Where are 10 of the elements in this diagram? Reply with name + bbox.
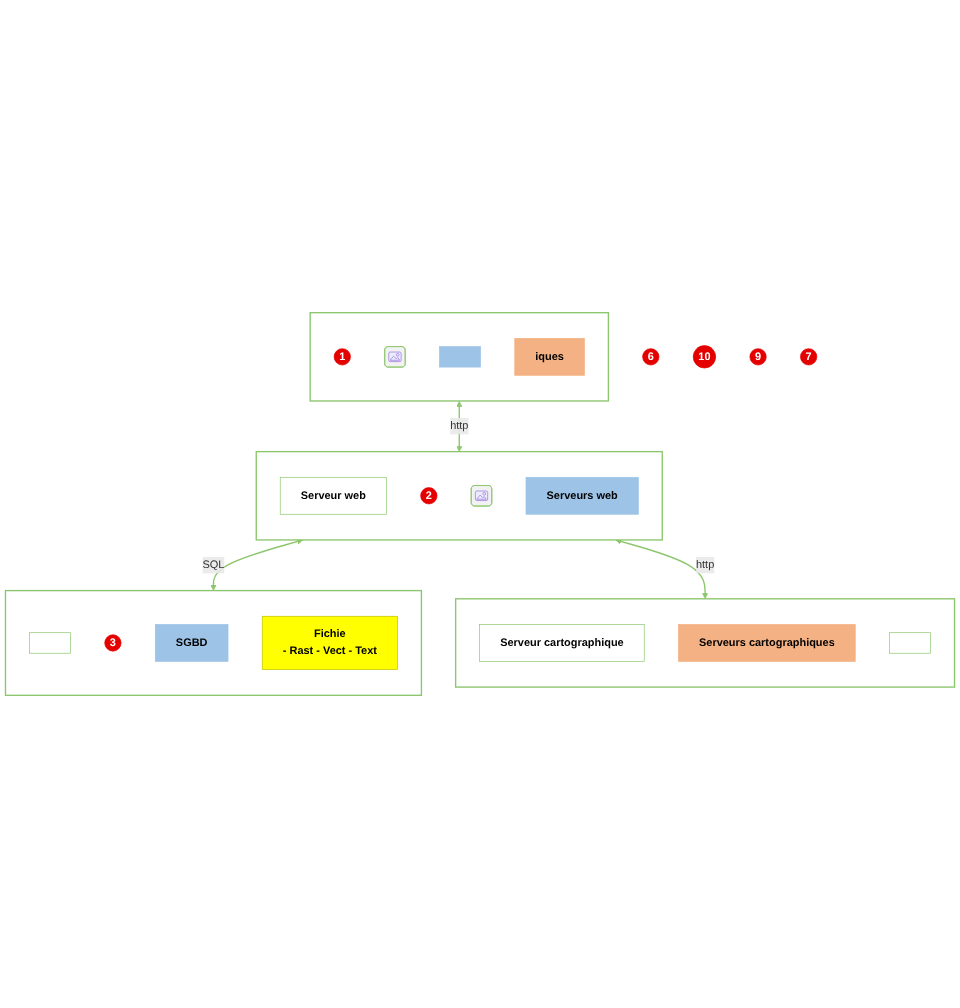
arrow — [615, 538, 709, 600]
arrow — [210, 538, 304, 591]
cluster — [454, 598, 956, 688]
arrow — [456, 401, 463, 452]
cluster — [309, 312, 610, 402]
node-box — [439, 346, 481, 368]
node-box — [889, 632, 931, 654]
cluster — [255, 450, 663, 541]
cluster — [4, 589, 423, 696]
node-box — [29, 632, 71, 654]
